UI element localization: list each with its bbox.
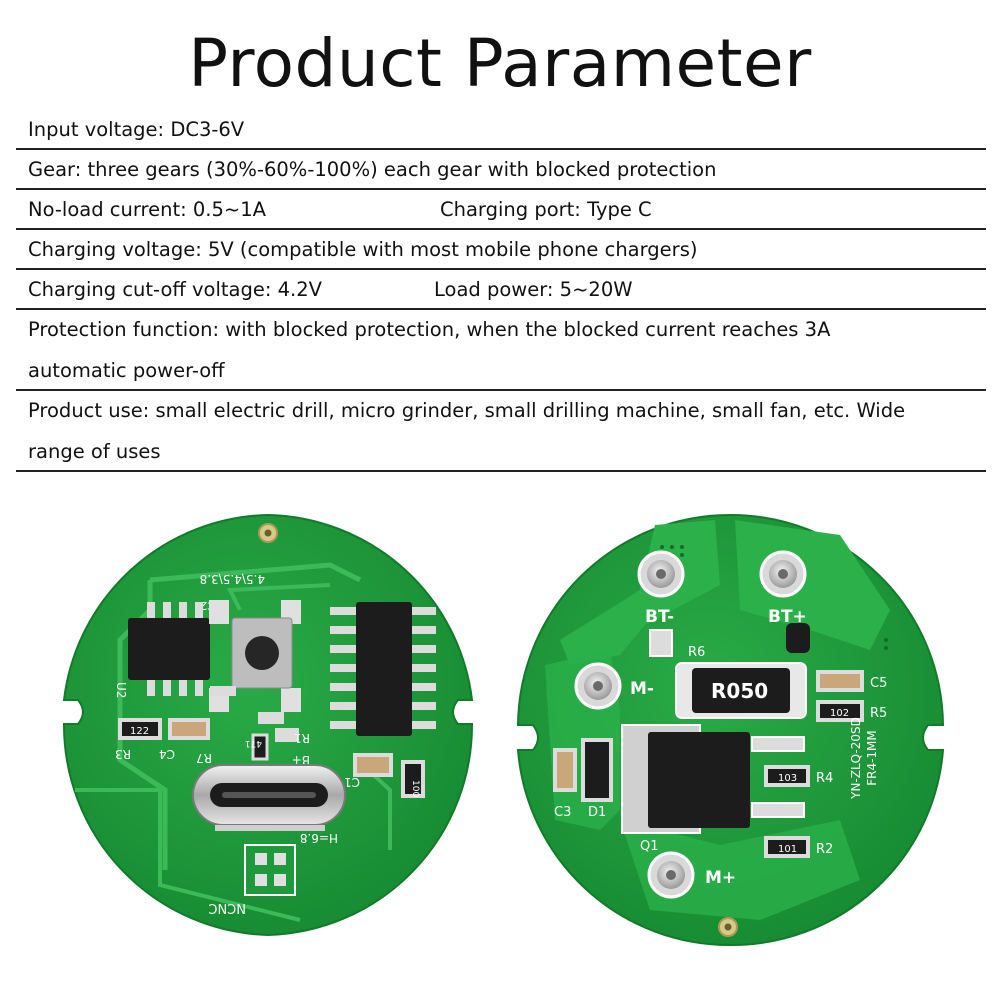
spec-protection: Protection function: with blocked protec… — [28, 318, 831, 341]
silk-c3: C3 — [554, 805, 571, 820]
bt-minus-pad — [637, 550, 685, 598]
spec-gear: Gear: three gears (30%-60%-100%) each ge… — [28, 158, 717, 181]
spec-row: range of uses — [16, 432, 986, 472]
silk-d1: D1 — [588, 805, 606, 820]
silk-m-plus: M+ — [705, 868, 736, 888]
silk-r1: R1 — [294, 731, 310, 745]
silk-fr4: FR4-1MM — [865, 730, 879, 786]
silk-model: YN-ZLQ-20SD — [849, 717, 863, 800]
silk-r3: R3 — [115, 747, 131, 761]
left-pcb-board: 4.5\4.5\3.8 C2 U2 — [62, 513, 474, 937]
spec-no-load-current: No-load current: 0.5~1A — [28, 198, 266, 221]
mosfet-q1 — [621, 724, 805, 834]
silk-h: H=6.8 — [300, 831, 338, 845]
spec-table: Input voltage: DC3-6V Gear: three gears … — [16, 110, 986, 472]
silk-r100: 100 — [410, 780, 420, 797]
silk-r122: 122 — [130, 726, 149, 737]
right-pcb-board: BT- BT+ M- M+ R6 R050 — [516, 513, 945, 947]
u2-chip — [128, 602, 210, 696]
silk-b-plus: B+ — [292, 753, 310, 767]
usb-type-c-port — [192, 764, 346, 831]
silk-r4: R4 — [816, 771, 833, 786]
left-connector-pads — [244, 844, 296, 896]
silk-r101: 101 — [778, 844, 797, 855]
silk-r7: R7 — [196, 751, 212, 765]
spec-product-use: Product use: small electric drill, micro… — [28, 399, 906, 422]
silk-bt-plus: BT+ — [768, 607, 807, 627]
silk-u2: U2 — [114, 682, 128, 698]
bt-plus-pad — [759, 550, 807, 598]
spec-row: automatic power-off — [16, 351, 986, 391]
silk-ncnc: NCNC — [208, 900, 246, 915]
left-smd-parts: 122 471 100 — [118, 686, 425, 798]
spec-charging-voltage: Charging voltage: 5V (compatible with mo… — [28, 238, 698, 261]
silk-r050: R050 — [711, 679, 768, 703]
spec-load-power: Load power: 5~20W — [434, 278, 633, 301]
spec-row: Protection function: with blocked protec… — [16, 310, 986, 351]
spec-row: No-load current: 0.5~1A Charging port: T… — [16, 190, 986, 230]
tact-switch — [209, 600, 301, 712]
ic-sop14 — [330, 602, 436, 736]
silk-r103: 103 — [778, 773, 797, 784]
silk-c1: C1 — [344, 775, 360, 789]
spec-input-voltage: Input voltage: DC3-6V — [28, 118, 245, 141]
silk-c4: C4 — [159, 747, 175, 761]
silk-voltages: 4.5\4.5\3.8 — [200, 572, 265, 586]
spec-row: Charging voltage: 5V (compatible with mo… — [16, 230, 986, 270]
spec-row: Input voltage: DC3-6V — [16, 110, 986, 150]
silk-c5: C5 — [870, 676, 887, 691]
silk-r471: 471 — [245, 738, 262, 748]
silk-r102: 102 — [830, 708, 849, 719]
small-diode — [786, 623, 810, 653]
spec-protection-cont: automatic power-off — [28, 359, 225, 382]
spec-cutoff-voltage: Charging cut-off voltage: 4.2V — [28, 278, 322, 301]
spec-row: Gear: three gears (30%-60%-100%) each ge… — [16, 150, 986, 190]
product-photos: 4.5\4.5\3.8 C2 U2 — [0, 490, 1000, 1000]
silk-q1: Q1 — [640, 839, 659, 854]
m-plus-pad — [647, 851, 695, 899]
silk-r5: R5 — [870, 706, 887, 721]
silk-m-minus: M- — [630, 679, 654, 699]
silk-r6: R6 — [688, 645, 705, 660]
spec-row: Charging cut-off voltage: 4.2V Load powe… — [16, 270, 986, 310]
spec-row: Product use: small electric drill, micro… — [16, 391, 986, 432]
spec-product-use-cont: range of uses — [28, 440, 161, 463]
pcb-illustration: 4.5\4.5\3.8 C2 U2 — [62, 513, 945, 947]
silk-r2: R2 — [816, 842, 833, 857]
spec-charging-port: Charging port: Type C — [440, 198, 652, 221]
m-minus-pad — [574, 662, 622, 710]
page-title: Product Parameter — [188, 25, 812, 102]
silk-bt-minus: BT- — [645, 607, 674, 627]
shunt-resistor-r050 — [675, 662, 807, 719]
